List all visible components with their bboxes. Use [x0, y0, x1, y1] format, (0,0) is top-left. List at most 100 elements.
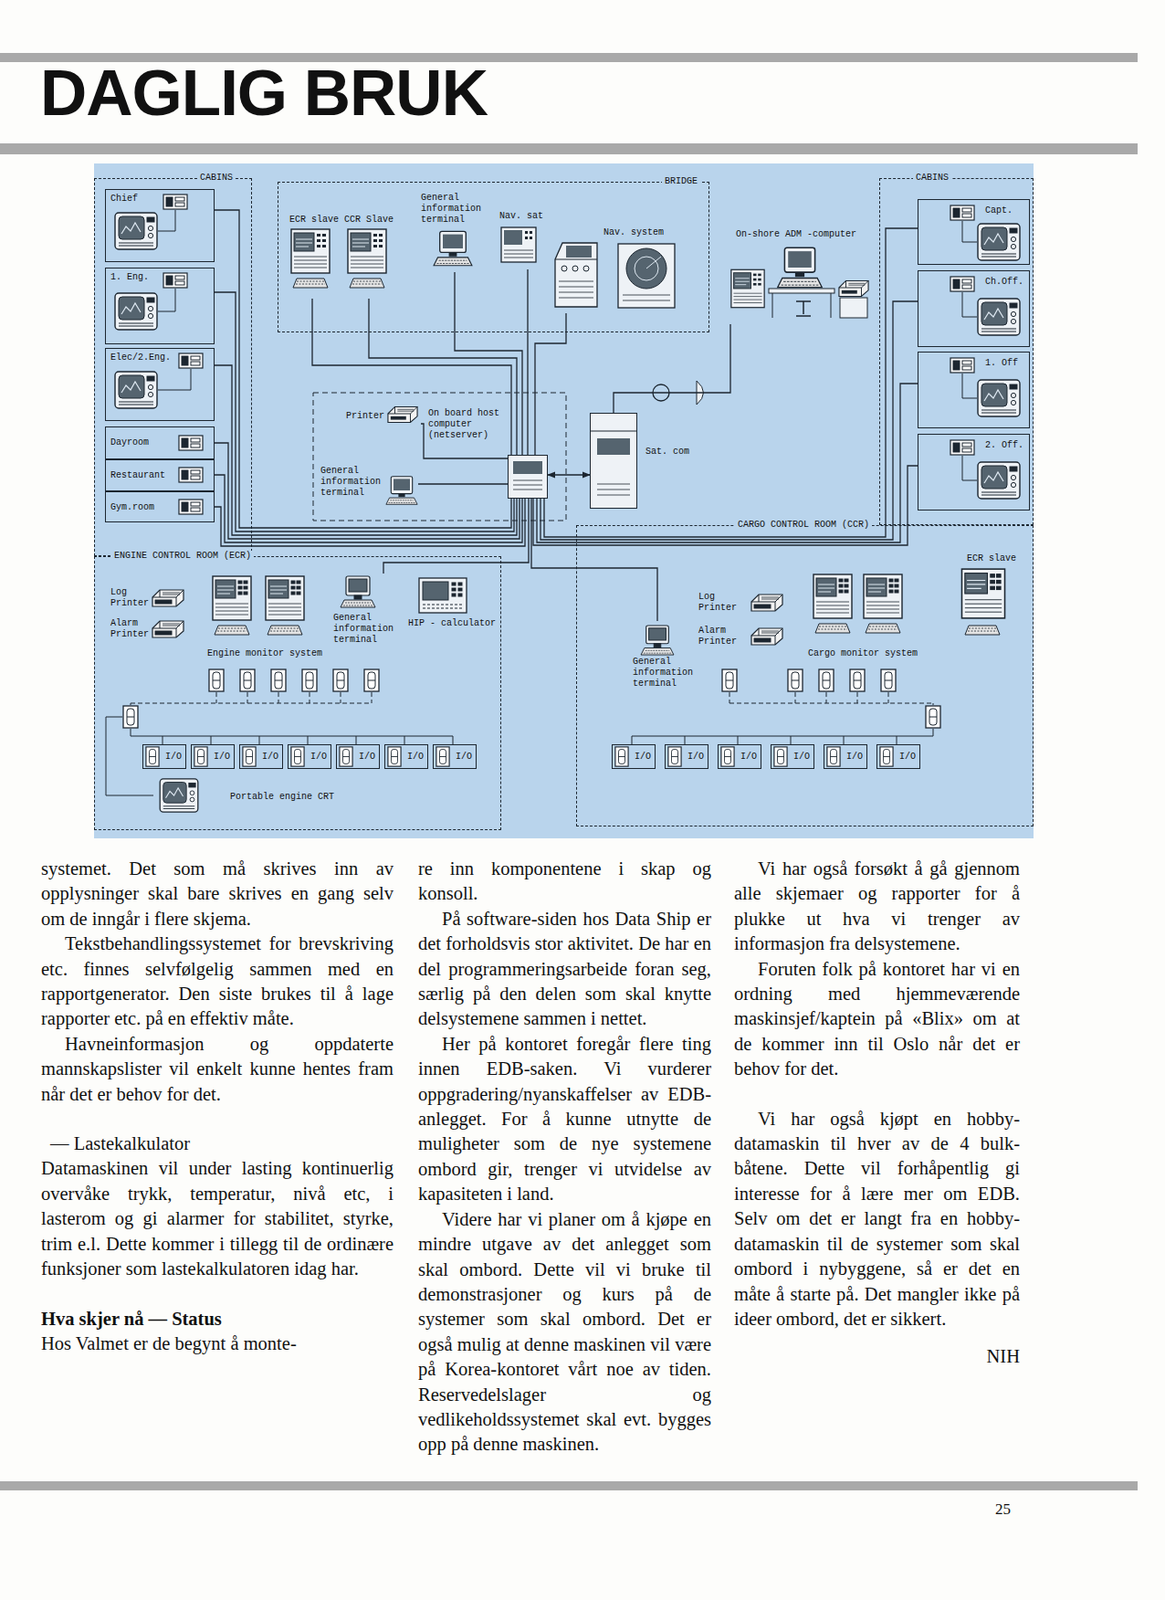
engine-room-equipment — [271, 669, 286, 692]
cargo-room-equipment — [881, 669, 896, 692]
cabin-equipment — [157, 368, 191, 390]
unit-label: General information terminal — [632, 656, 697, 690]
shore-computer-drawing — [839, 280, 869, 296]
cabin-equipment — [178, 435, 203, 451]
engine-room-equipment — [130, 728, 453, 745]
body-paragraph: Videre har vi planer om å kjøpe en mindr… — [418, 1206, 712, 1458]
cargo-room-equipment — [751, 594, 783, 611]
signal-line — [536, 383, 918, 543]
equipment-unit: Log Printer — [107, 584, 186, 612]
engine-room-equipment — [291, 746, 305, 767]
cabin-box: Gym.room — [104, 491, 215, 523]
engine-room-equipment — [242, 746, 256, 767]
cabin-box: Chief — [104, 188, 215, 263]
unit-label: 1. Eng. — [110, 272, 149, 284]
body-paragraph: Havneinformasjon og oppdaterte mannskaps… — [41, 1031, 394, 1107]
text-column: Vi har også forsøkt å gå gjennom alle sk… — [734, 856, 1020, 1370]
bridge-equipment — [618, 243, 675, 308]
io-module: I/O — [239, 744, 284, 769]
signal-line — [544, 228, 918, 537]
io-module: I/O — [823, 744, 868, 769]
unit-label: I/O — [455, 751, 473, 763]
unit-label: I/O — [310, 751, 327, 763]
signal-line — [214, 442, 520, 539]
body-paragraph: Hos Valmet er de begynt å monte- — [41, 1331, 394, 1356]
cabin-equipment — [950, 276, 975, 292]
header-bars — [0, 52, 1138, 1491]
engine-room-equipment — [152, 589, 184, 607]
region-title: ENGINE CONTROL ROOM (ECR) — [111, 550, 254, 562]
signal-line — [214, 209, 512, 528]
unit-label: I/O — [213, 751, 231, 763]
bridge-equipment — [291, 227, 675, 308]
engine-room-equipment — [265, 576, 305, 620]
cargo-room-equipment — [729, 692, 934, 705]
cargo-room-equipment — [850, 669, 865, 692]
unit-label: ECR slave — [966, 553, 1017, 565]
text-column: systemet. Det som må skrives inn av oppl… — [41, 856, 394, 1356]
cabin-equipment — [157, 288, 176, 312]
bridge-equipment — [293, 278, 328, 288]
cabin-box: Restaurant — [104, 459, 215, 492]
region-title: CABINS — [913, 172, 952, 184]
shore-computer-drawing — [768, 288, 835, 294]
equipment-unit: General information terminal — [629, 620, 696, 693]
unit-label: I/O — [687, 751, 704, 763]
cargo-room-equipment — [615, 746, 629, 767]
body-paragraph: Foruten folk på kontoret har vi en ordni… — [734, 956, 1020, 1082]
region-title: CARGO CONTROL ROOM (CCR) — [734, 519, 872, 531]
unit-label: Dayroom — [110, 437, 149, 449]
diagram-panel — [94, 163, 1034, 839]
unit-label: I/O — [793, 751, 810, 763]
cabin-equipment — [178, 467, 203, 483]
unit-label: I/O — [358, 751, 376, 763]
equipment-unit: Printer — [343, 401, 421, 430]
signal-line — [368, 298, 517, 455]
shore-computer-drawing — [777, 247, 823, 287]
body-paragraph: Tekstbehandlingssystemet for brevskrivin… — [41, 931, 394, 1032]
cargo-room-equipment — [965, 625, 1000, 635]
cargo-room-equipment — [827, 746, 840, 767]
signal-line — [312, 298, 512, 455]
signal-line — [613, 324, 731, 413]
unit-label: I/O — [740, 751, 757, 763]
cabin-box: Dayroom — [104, 426, 215, 460]
cargo-room-equipment — [818, 669, 834, 692]
body-paragraph: Hva skjer nå — Status — [41, 1306, 394, 1332]
unit-label: General information terminal — [420, 192, 485, 226]
body-paragraph: re inn komponentene i skap og konsoll. — [418, 856, 712, 907]
unit-label: On-shore ADM -computer — [735, 229, 857, 241]
text-column: re inn komponentene i skap og konsoll.På… — [418, 856, 712, 1458]
signal-line — [547, 473, 590, 475]
signal-line — [535, 313, 567, 455]
cargo-room-equipment — [815, 623, 851, 633]
shore-computer-drawing — [772, 293, 831, 318]
unit-label: 2. Off. — [985, 440, 1024, 452]
unit-label: HIP - calculator — [408, 618, 496, 630]
engine-room-equipment — [212, 576, 252, 620]
bridge-equipment — [347, 229, 387, 273]
equipment-unit: Alarm Printer — [695, 622, 795, 652]
unit-label: ECR slave — [289, 214, 339, 226]
cabin-equipment — [962, 220, 977, 242]
io-module: I/O — [384, 744, 429, 769]
unit-label: Capt. — [985, 205, 1013, 217]
engine-room-equipment — [159, 778, 199, 812]
host-equipment — [388, 406, 418, 422]
header-bars — [0, 143, 1138, 155]
shore-computer-drawing — [731, 247, 869, 318]
cargo-room-equipment — [668, 746, 682, 767]
cabin-equipment — [115, 212, 158, 250]
page-title: DAGLIG BRUK — [40, 60, 488, 126]
engine-room-equipment — [194, 746, 208, 767]
unit-label: I/O — [846, 751, 863, 763]
equipment-unit: General information terminal — [418, 191, 492, 273]
cabin-box: 1. Off — [917, 351, 1030, 429]
cargo-room-equipment — [787, 669, 803, 692]
cargo-room-equipment — [721, 746, 735, 767]
engine-room-equipment — [146, 746, 159, 767]
engine-room-equipment — [214, 625, 250, 635]
unit-label: Alarm Printer — [698, 625, 743, 648]
host-equipment — [597, 483, 630, 495]
cabin-box: 1. Eng. — [104, 267, 215, 345]
